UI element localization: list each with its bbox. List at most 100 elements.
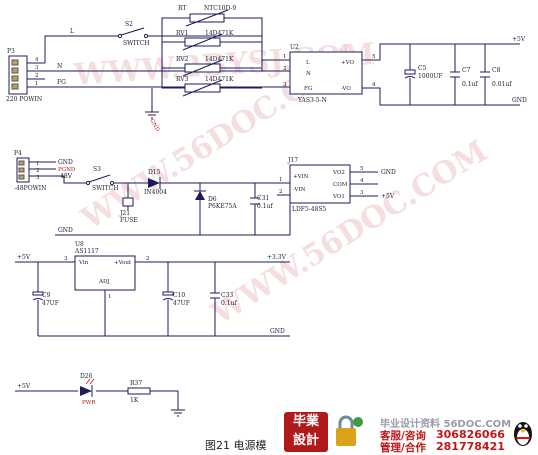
net-mid-gnd: GND	[58, 227, 73, 234]
j17-pin-vinn: -VIN	[293, 187, 306, 193]
d15-ref: D15	[148, 169, 161, 176]
thermistor-rt: RT NTC10D-9	[178, 5, 236, 27]
j17-module: J17 LDF5-48S5 +VIN -VIN VO2 COM VO1 1 2 …	[279, 157, 364, 213]
c10-ref: C10	[173, 292, 185, 299]
banner-logo-line-1: 毕業	[292, 414, 319, 429]
net-fg: FG	[57, 79, 66, 86]
penguin-icon	[514, 422, 532, 446]
p4-ref: P4	[14, 150, 22, 157]
c5-value: 1000UF	[418, 73, 443, 80]
d26-value: PWR	[82, 400, 96, 406]
p3-pin-2: 2	[35, 73, 39, 79]
r37-ref: R37	[130, 380, 142, 387]
rt-value: NTC10D-9	[204, 5, 236, 12]
switch-s2: S2 SWITCH	[117, 21, 149, 47]
u2-pin-vop: +VO	[341, 60, 354, 66]
net-ldo-out: +3.3V	[267, 254, 287, 261]
u8-pin-adj: ADJ	[98, 279, 110, 285]
d15-value: IN4004	[144, 189, 167, 196]
varistor-rv3: RV3 14D471K	[176, 76, 234, 97]
c7-ref: C7	[462, 67, 471, 74]
neg48-wiring	[29, 161, 378, 236]
u2-pinnum-1: 1	[283, 54, 287, 60]
rv1-value: 14D471K	[205, 30, 234, 37]
net-mid-5v: +5V	[381, 193, 395, 200]
u8-pinnum-3: 3	[64, 256, 68, 262]
tvs-d6: D6 P6KE75A	[194, 190, 237, 210]
j17-pin-vo2: VO2	[332, 170, 345, 176]
banner-site: 毕业设计资料 56DOC.COM	[380, 419, 512, 430]
watermark-3: WWW.56DOC.COM	[205, 134, 494, 333]
c31-value: 0.1uf	[257, 203, 273, 210]
j17-pin-vinp: +VIN	[293, 174, 309, 180]
varistor-rv1: RV1 14D471K	[176, 30, 234, 51]
p3-connector: P3 220 POWIN 4 3 2 1	[6, 48, 42, 103]
rv2-value: 14D471K	[205, 56, 234, 63]
c5-ref: C5	[418, 65, 427, 72]
led-wiring	[15, 390, 185, 417]
banner-service-label: 客服/咨询	[380, 430, 426, 442]
u8-pin-vout: +Vout	[114, 260, 132, 266]
net-l: L	[70, 28, 74, 35]
u2-pinnum-2: 2	[283, 66, 287, 72]
j17-pin-vo1: VO1	[332, 194, 345, 200]
u2-ref: U2	[290, 44, 299, 51]
u2-pinnum-3: 3	[283, 82, 287, 88]
fg-gnd-label: GND	[148, 118, 160, 133]
varistor-rv2: RV2 14D471K	[176, 56, 234, 77]
p4-connector: P4 -48POWIN 1 2 3 GND PGND -48V	[14, 150, 76, 192]
cap-c31: C31 0.1uf	[250, 195, 273, 210]
j21-value: FUSE	[120, 217, 138, 224]
s3-name: SWITCH	[92, 185, 118, 192]
r37-value: 1K	[130, 397, 139, 404]
c10-value: 47UF	[173, 300, 190, 307]
rt-ref: RT	[178, 5, 186, 12]
banner-logo-line-2: 設計	[292, 433, 319, 448]
banner-logo: 毕業 設計	[284, 412, 328, 452]
u2-pinnum-4: 4	[372, 82, 376, 88]
p4-pin-3: 3	[36, 175, 40, 181]
u8-ref: U8	[75, 241, 84, 248]
p4-net-gnd: GND	[58, 159, 73, 166]
u8-regulator: U8 AS1117 Vin +Vout ADJ 3 2 1	[64, 241, 150, 300]
j17-pinnum-4: 4	[360, 178, 364, 184]
p3-pin-1: 1	[35, 81, 39, 87]
u2-name: YAS3-5-N	[297, 97, 327, 104]
net-top-gnd: GND	[512, 97, 527, 104]
d6-ref: D6	[208, 196, 217, 203]
c9-value: 47UF	[42, 300, 59, 307]
c7-value: 0.1uf	[462, 81, 478, 88]
j17-name: LDF5-48S5	[292, 206, 327, 213]
padlock-icon	[336, 415, 363, 446]
promo-banner[interactable]: 毕業 設計 毕业设计资料 56DOC.COM 客服/咨询 管理/合作 30682…	[284, 412, 538, 455]
banner-qq-number-1: 306826066	[436, 428, 505, 441]
c31-ref: C31	[257, 195, 269, 202]
ldo-wiring	[15, 261, 290, 337]
u2-pin-fg: FG	[304, 86, 312, 92]
led-d26: D26 PWR	[80, 373, 96, 406]
rv1-ref: RV1	[176, 30, 188, 37]
p3-pin-4: 4	[35, 57, 39, 63]
banner-manager-label: 管理/合作	[380, 442, 426, 454]
c8-value: 0.01uf	[492, 81, 512, 88]
fg-ground: GND	[145, 111, 161, 133]
net-n: N	[57, 63, 62, 70]
c33-ref: C33	[221, 292, 233, 299]
u2-pin-l: L	[306, 60, 310, 66]
u2-module: U2 YAS3-5-N L N FG +VO -VO 1 2 3 5 4	[283, 44, 376, 104]
rv3-value: 14D471K	[205, 76, 234, 83]
p4-pin-2: 2	[36, 168, 40, 174]
p3-pin-3: 3	[35, 65, 39, 71]
j17-pinnum-3: 3	[360, 190, 364, 196]
d6-value: P6KE75A	[208, 203, 237, 210]
u2-pin-von: -VO	[341, 86, 351, 92]
j17-pin-com: COM	[333, 182, 348, 188]
u8-pinnum-2: 2	[146, 256, 150, 262]
c9-ref: C9	[42, 292, 51, 299]
c33-value: 0.1uf	[221, 300, 237, 307]
net-led-5v: +5V	[17, 383, 31, 390]
j17-pinnum-1: 1	[279, 177, 283, 183]
u8-pinnum-1: 1	[108, 294, 112, 300]
p4-net-48v: -48V	[58, 173, 73, 180]
